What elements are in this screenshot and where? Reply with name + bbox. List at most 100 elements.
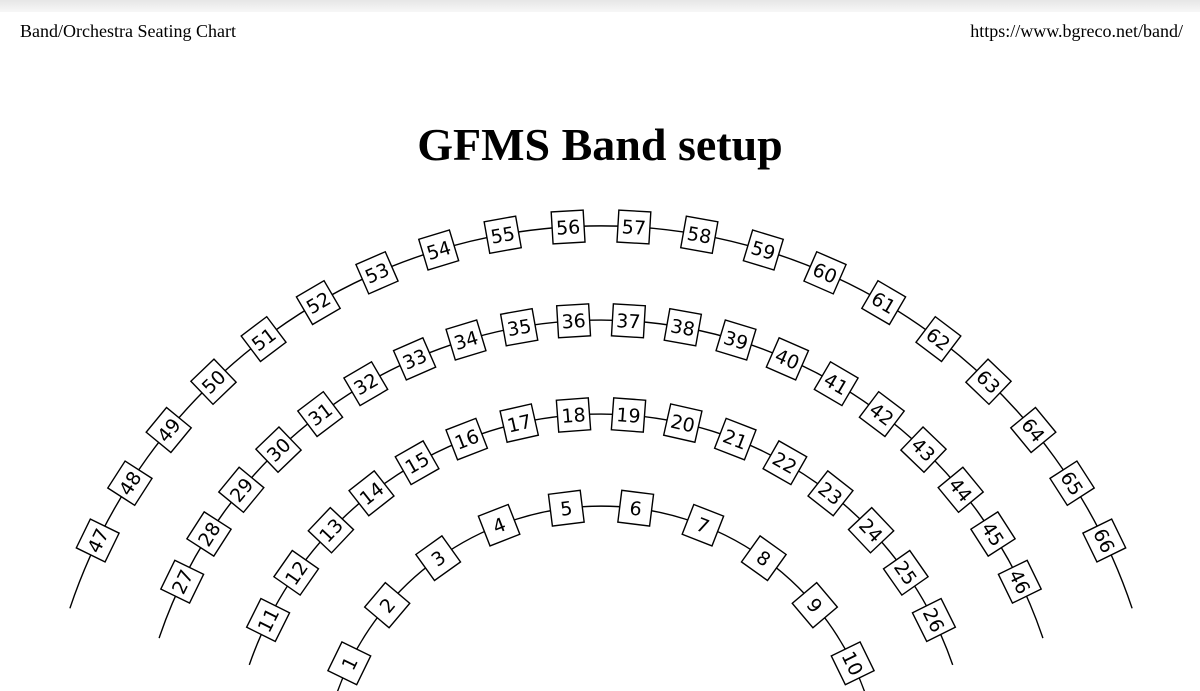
seat-box[interactable] [830,640,876,686]
seat-23[interactable]: 23 [807,469,854,517]
seat-box[interactable] [499,307,539,347]
seat-20[interactable]: 20 [662,403,703,444]
seat-box[interactable] [477,503,521,547]
seat-8[interactable]: 8 [740,534,788,582]
seat-box[interactable] [915,315,962,363]
seat-box[interactable] [185,510,233,558]
seat-40[interactable]: 40 [765,336,810,381]
seat-48[interactable]: 48 [106,460,153,507]
seat-box[interactable] [715,319,757,361]
seat-box[interactable] [326,640,372,686]
seat-box[interactable] [547,489,585,527]
seat-16[interactable]: 16 [445,417,489,461]
seat-box[interactable] [106,460,153,507]
seat-box[interactable] [555,303,592,339]
seat-6[interactable]: 6 [617,489,655,527]
seat-box[interactable] [882,549,930,597]
seat-box[interactable] [1049,460,1096,507]
seat-box[interactable] [847,506,895,554]
seat-box[interactable] [740,534,788,582]
seat-66[interactable]: 66 [1081,518,1127,563]
seat-35[interactable]: 35 [499,307,539,347]
seat-29[interactable]: 29 [217,466,265,514]
seat-box[interactable] [217,466,265,514]
seat-15[interactable]: 15 [394,439,440,486]
seat-51[interactable]: 51 [240,315,287,363]
seat-64[interactable]: 64 [1009,406,1057,454]
seat-12[interactable]: 12 [272,549,320,597]
seat-60[interactable]: 60 [803,250,847,295]
seat-box[interactable] [762,439,808,486]
seat-54[interactable]: 54 [417,229,460,271]
seat-31[interactable]: 31 [296,390,344,438]
seat-59[interactable]: 59 [742,229,785,271]
seat-box[interactable] [713,417,757,461]
seat-box[interactable] [307,506,355,554]
seat-21[interactable]: 21 [713,417,757,461]
seat-38[interactable]: 38 [663,307,703,347]
seat-box[interactable] [394,439,440,486]
seat-17[interactable]: 17 [499,403,540,444]
seat-24[interactable]: 24 [847,506,895,554]
seat-4[interactable]: 4 [477,503,521,547]
seat-14[interactable]: 14 [348,469,395,517]
seat-1[interactable]: 1 [326,640,372,686]
seat-2[interactable]: 2 [363,581,411,629]
seat-box[interactable] [742,229,785,271]
seat-26[interactable]: 26 [911,597,957,643]
seat-box[interactable] [765,336,810,381]
seat-box[interactable] [417,229,460,271]
seat-56[interactable]: 56 [550,209,586,245]
seat-27[interactable]: 27 [159,559,205,605]
seat-box[interactable] [555,397,592,433]
seat-box[interactable] [445,319,487,361]
seat-box[interactable] [296,390,344,438]
seat-50[interactable]: 50 [189,358,238,406]
seat-7[interactable]: 7 [681,503,725,547]
seat-box[interactable] [791,581,839,629]
seat-61[interactable]: 61 [860,279,907,326]
seat-box[interactable] [1081,518,1127,563]
seat-3[interactable]: 3 [414,534,462,582]
seat-box[interactable] [355,250,399,295]
seat-box[interactable] [610,303,647,339]
seat-11[interactable]: 11 [245,597,291,643]
seat-box[interactable] [807,469,854,517]
seat-47[interactable]: 47 [75,518,121,563]
seat-box[interactable] [348,469,395,517]
seat-box[interactable] [254,425,303,474]
seat-box[interactable] [145,406,193,454]
seat-36[interactable]: 36 [555,303,592,339]
seat-box[interactable] [813,360,860,407]
seat-58[interactable]: 58 [679,215,719,255]
seat-box[interactable] [617,489,655,527]
seat-box[interactable] [414,534,462,582]
seat-52[interactable]: 52 [295,279,342,326]
seat-box[interactable] [483,215,523,255]
seat-53[interactable]: 53 [355,250,399,295]
seat-41[interactable]: 41 [813,360,860,407]
seat-55[interactable]: 55 [483,215,523,255]
seat-box[interactable] [937,466,985,514]
seat-39[interactable]: 39 [715,319,757,361]
seat-box[interactable] [663,307,703,347]
seat-box[interactable] [75,518,121,563]
seat-22[interactable]: 22 [762,439,808,486]
seat-box[interactable] [342,360,389,407]
seat-46[interactable]: 46 [997,559,1043,605]
seat-box[interactable] [616,209,652,245]
seat-65[interactable]: 65 [1049,460,1096,507]
seat-19[interactable]: 19 [610,397,647,433]
seat-10[interactable]: 10 [830,640,876,686]
seat-box[interactable] [662,403,703,444]
seat-box[interactable] [363,581,411,629]
seat-5[interactable]: 5 [547,489,585,527]
seat-9[interactable]: 9 [791,581,839,629]
seat-box[interactable] [189,358,238,406]
seat-box[interactable] [272,549,320,597]
seat-box[interactable] [860,279,907,326]
seat-42[interactable]: 42 [858,390,906,438]
seat-box[interactable] [550,209,586,245]
seat-box[interactable] [803,250,847,295]
seat-box[interactable] [964,358,1013,406]
